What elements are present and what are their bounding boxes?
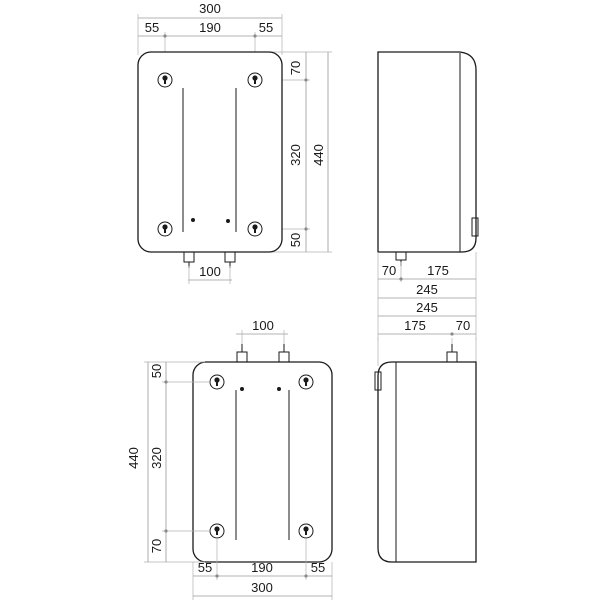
heater-body (137, 51, 283, 253)
side-view-top: 70 175 245 245 175 70 (377, 51, 479, 340)
keyhole-icon (157, 221, 173, 237)
pipe-offset-label: 70 (382, 263, 396, 278)
side-view-bottom (374, 338, 477, 563)
screw-dot (240, 387, 244, 391)
keyhole-icon (247, 72, 263, 88)
total-depth-label-b: 245 (416, 300, 438, 315)
pipe-connector (278, 344, 290, 363)
keyhole-icon (157, 72, 173, 88)
front-view-top: 300 55 190 55 70 320 440 50 (137, 1, 332, 284)
screw-dot (191, 218, 195, 222)
bottom-offset-label: 70 (149, 539, 164, 553)
dim-tick (215, 574, 219, 578)
dim-tick (164, 380, 168, 384)
overall-height-label: 440 (126, 447, 141, 469)
dim-tick (253, 34, 257, 38)
overall-width-label: 300 (199, 1, 221, 16)
screw-dot (226, 219, 230, 223)
pipe-spacing-label: 100 (199, 264, 221, 279)
pipe-connector (236, 344, 248, 363)
dim-tick (450, 332, 454, 336)
depth-rest-label: 175 (427, 263, 449, 278)
hole-vertical-label: 320 (288, 144, 303, 166)
bottom-offset-label: 50 (288, 233, 303, 247)
right-offset-label: 55 (311, 560, 325, 575)
left-offset-label: 55 (198, 560, 212, 575)
keyhole-icon (247, 221, 263, 237)
side-body (377, 51, 477, 253)
hole-spacing-label: 190 (199, 20, 221, 35)
keyhole-icon (298, 374, 314, 390)
dim-tick (399, 277, 403, 281)
pipe-connector (183, 251, 195, 268)
right-offset-label: 55 (259, 20, 273, 35)
side-knob (374, 371, 382, 391)
screw-dot (277, 387, 281, 391)
heater-body (192, 361, 333, 563)
total-depth-label-a: 245 (416, 282, 438, 297)
dim-tick (164, 529, 168, 533)
side-knob (471, 217, 479, 237)
dim-tick (304, 78, 308, 82)
overall-height-label: 440 (311, 144, 326, 166)
left-offset-label: 55 (145, 20, 159, 35)
pipe-offset-label-lower: 70 (456, 318, 470, 333)
side-body (377, 361, 477, 563)
top-offset-label: 70 (288, 61, 303, 75)
pipe-connector (446, 344, 458, 363)
front-view-bottom: 100 (126, 318, 333, 600)
pipe-spacing-label: 100 (252, 318, 274, 333)
pipe-connector (224, 251, 236, 268)
dim-tick (304, 227, 308, 231)
overall-width-label: 300 (251, 580, 273, 595)
hole-spacing-label: 190 (251, 560, 273, 575)
depth-rest-label-lower: 175 (404, 318, 426, 333)
hole-vertical-label: 320 (149, 447, 164, 469)
dim-tick (163, 34, 167, 38)
top-offset-label: 50 (149, 364, 164, 378)
dim-tick (304, 574, 308, 578)
